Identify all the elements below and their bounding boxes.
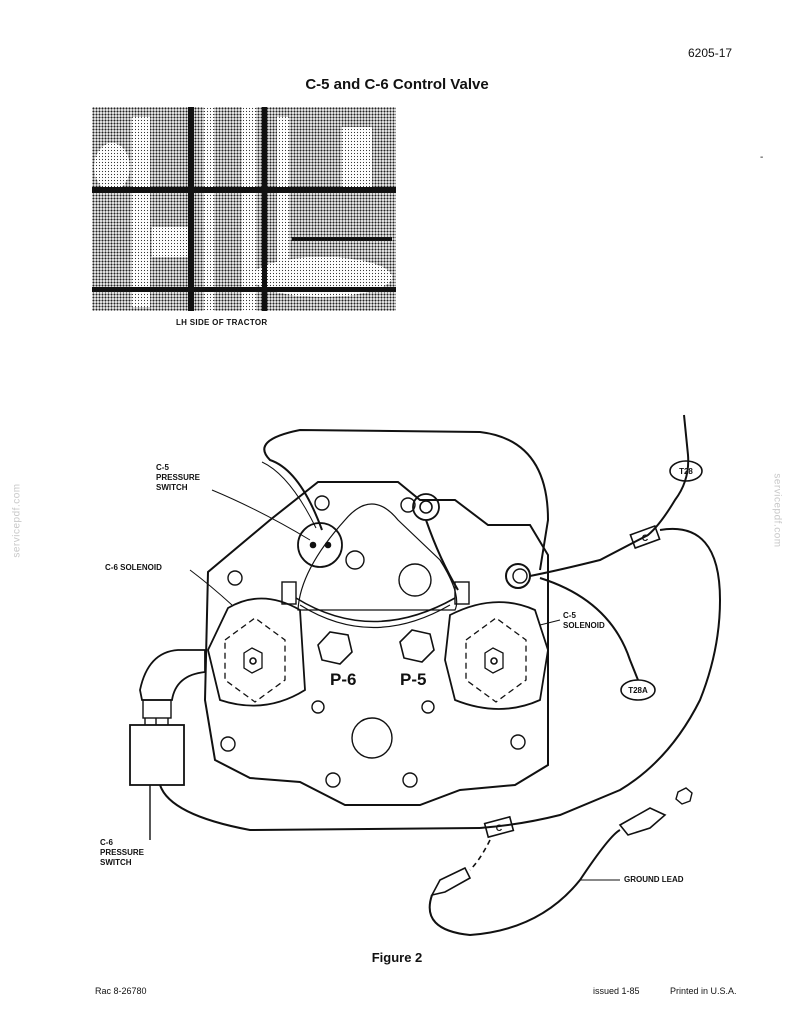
clip-right <box>618 807 667 836</box>
footer-reference: Rac 8-26780 <box>95 986 147 996</box>
control-valve-diagram: P-6 P-5 T28 T28A C C <box>129 414 722 937</box>
c6-solenoid <box>207 597 306 707</box>
clip-left <box>430 866 472 897</box>
footer-issued: issued 1-85 <box>593 986 640 996</box>
page-title: C-5 and C-6 Control Valve <box>305 76 489 93</box>
c5-solenoid <box>444 601 549 710</box>
port-p6-label: P-6 <box>330 670 356 689</box>
label-c6-solenoid: C-6 SOLENOID <box>105 563 162 572</box>
page-number: 6205-17 <box>688 46 733 60</box>
terminal-top <box>412 493 440 521</box>
label-c5-solenoid: C-5 SOLENOID <box>563 611 605 630</box>
label-c6-pressure-switch: C-6 PRESSURE SWITCH <box>100 838 145 867</box>
label-ground-lead: GROUND LEAD <box>624 875 684 884</box>
mounting-holes <box>220 495 528 788</box>
photo-caption: LH SIDE OF TRACTOR <box>176 318 268 327</box>
footer-printed: Printed in U.S.A. <box>670 986 737 996</box>
port-p5-label: P-5 <box>400 670 426 689</box>
watermark-left: servicepdf.com <box>11 483 23 558</box>
tractor-photo <box>92 107 396 311</box>
tag-c-lower <box>483 815 515 839</box>
c6-elbow <box>139 649 206 701</box>
margin-mark: - <box>760 152 764 163</box>
port-p5 <box>399 629 435 663</box>
wire-loop-top <box>263 428 550 571</box>
figure-caption: Figure 2 <box>371 950 423 965</box>
watermark-right: servicepdf.com <box>771 473 783 548</box>
tag-t28-label: T28 <box>679 467 693 476</box>
tag-c-upper <box>629 524 661 550</box>
hex-nut <box>675 787 693 805</box>
tag-c-upper-label: C <box>642 533 649 543</box>
label-c5-pressure-switch: C-5 PRESSURE SWITCH <box>156 463 201 492</box>
valve-body <box>203 481 549 806</box>
c6-pressure-switch <box>129 724 185 786</box>
tag-t28a-label: T28A <box>628 686 648 695</box>
port-p6 <box>317 631 353 665</box>
c5-pressure-switch <box>297 522 343 568</box>
tag-c-lower-label: C <box>496 823 503 833</box>
valve-inner-recess <box>297 503 458 611</box>
tag-t28 <box>669 460 703 482</box>
